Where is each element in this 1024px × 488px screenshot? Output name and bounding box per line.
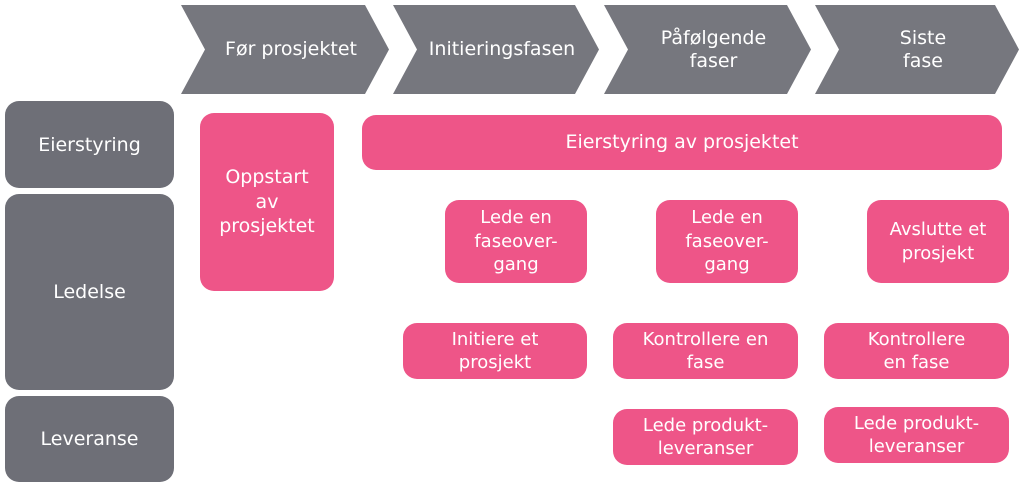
row-ledelse: Ledelse (5, 194, 174, 390)
box-avslutte-prosjekt: Avslutte et prosjekt (867, 200, 1009, 283)
phase-label-4: Siste fase (899, 26, 947, 72)
phase-label-2: Initieringsfasen (428, 38, 576, 61)
box-kontrollere-fase-2: Kontrollere en fase (824, 323, 1009, 379)
chevron-shape (393, 5, 599, 94)
box-lede-faseovergang-2: Lede en faseover- gang (656, 200, 798, 283)
phase-label-1: Før prosjektet (225, 38, 357, 61)
box-oppstart-av-prosjektet: Oppstart av prosjektet (200, 113, 334, 291)
row-eierstyring: Eierstyring (5, 101, 174, 188)
row-label-leveranse: Leveranse (40, 428, 139, 450)
chevron-shape (181, 5, 389, 94)
phase-chevron-1: Før prosjektet (181, 5, 389, 94)
phase-chevron-4: Siste fase (815, 5, 1019, 94)
row-label-eierstyring: Eierstyring (38, 133, 141, 156)
chevron-shape (604, 5, 811, 94)
phase-label-3: Påfølgende faser (660, 26, 767, 72)
box-eierstyring-av-prosjektet: Eierstyring av prosjektet (362, 115, 1002, 170)
box-kontrollere-fase-1: Kontrollere en fase (613, 323, 798, 379)
phase-chevron-3: Påfølgende faser (604, 5, 811, 94)
box-initiere-prosjekt: Initiere et prosjekt (403, 323, 587, 379)
box-lede-produktleveranser-1: Lede produkt- leveranser (613, 409, 798, 465)
row-leveranse: Leveranse (5, 396, 174, 482)
chevron-shape (815, 5, 1019, 94)
row-label-ledelse: Ledelse (53, 281, 126, 303)
phase-chevron-2: Initieringsfasen (393, 5, 599, 94)
box-lede-produktleveranser-2: Lede produkt- leveranser (824, 407, 1009, 463)
box-lede-faseovergang-1: Lede en faseover- gang (445, 200, 587, 283)
